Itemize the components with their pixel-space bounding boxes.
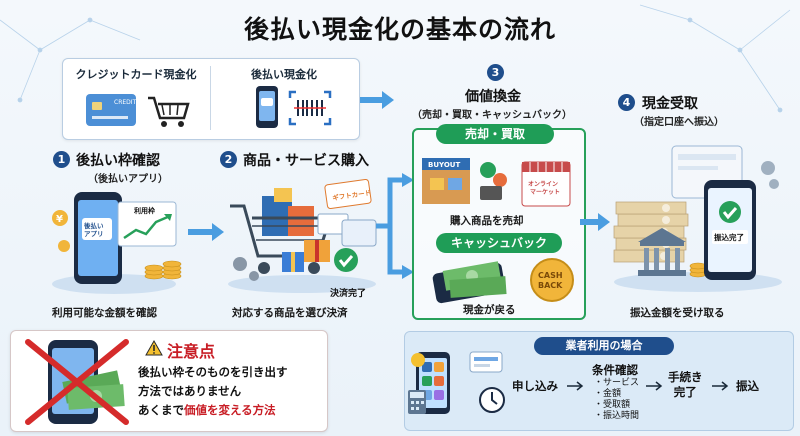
condition-amount: ・金額 [594,389,622,399]
cashback-illustration: CASH BACK [432,258,574,304]
flow-procedure-complete: 手続き 完了 [668,370,703,399]
step-1-sub: （後払いアプリ） [88,174,168,185]
split-flow-arrows [376,173,414,279]
warning-highlight: 価値を変える方法 [184,403,276,417]
transfer-complete-label: 振込完了 [714,232,744,242]
payment-complete-badge: 決済完了 [330,289,367,299]
flow-condition-check: 条件確認 [592,363,638,377]
sell-buyout-shop-illustration: BUYOUT オンライン マーケット [422,158,571,207]
cashback-label: キャッシュバック [436,233,562,253]
credit-card-and-cart-icon: CREDIT [86,94,190,127]
cashback-coin-line1: CASH [538,271,563,280]
shop-label-line1: オンライン [528,181,558,188]
step-2-caption: 対応する商品を選び決済 [232,307,348,319]
flow-arrow-icon [712,381,729,391]
methods-divider [210,66,211,130]
crossed-phone-cash-icon [25,339,129,425]
warning-line-3: あくまで価値を変える方法 [138,402,276,418]
phone-app-label-line1: 後払い [84,221,104,230]
step-1-caption: 利用可能な金額を確認 [52,307,157,319]
postpay-app-phone-illustration: 後払い アプリ 利用枠 ¥ [52,192,182,294]
svg-text:¥: ¥ [56,214,63,225]
condition-service: ・サービス [594,378,640,388]
condition-received-amount: ・受取額 [594,400,631,410]
buyout-sign: BUYOUT [428,161,460,169]
step-2-number: 2 [220,151,237,168]
warning-line-2: 方法ではありません [138,384,242,398]
flow-apply: 申し込み [512,379,558,393]
warning-title: 注意点 [167,342,216,361]
step-4-heading: 現金受取 [642,96,698,112]
cashback-caption: 現金が戻る [463,304,516,316]
warning-line-3-prefix: あくまで [138,403,184,417]
card-credit-text: CREDIT [114,99,137,106]
arrow-right-icon [580,213,610,231]
warning-icon [145,340,163,356]
arrow-right-icon [188,223,224,241]
phone-scan-icon [256,86,332,128]
shopping-cart-purchase-illustration: ギフトカード [228,178,377,293]
step-4-number: 4 [618,94,635,111]
condition-transfer-time: ・振込時間 [594,411,640,421]
flow-arrow-icon [646,381,663,391]
sell-caption: 購入商品を売却 [450,215,524,227]
bank-transfer-illustration: 振込完了 [613,145,782,292]
cashback-coin-line2: BACK [538,281,563,290]
method-postpay-label: 後払い現金化 [251,68,317,81]
arrow-right-icon [360,91,394,109]
flow-arrow-icon [567,381,584,391]
warning-line-1: 後払い枠そのものを引き出す [138,365,288,379]
business-flow-title: 業者利用の場合 [534,337,674,355]
step-4-sub: （指定口座へ振込） [634,117,724,128]
step-3-sub: （売却・買取・キャッシュバック） [412,110,572,121]
screen-limit-label: 利用枠 [134,206,155,215]
step-4-caption: 振込金額を受け取る [630,307,725,319]
business-apps-illustration [408,351,505,414]
step-3-heading: 価値換金 [465,89,521,105]
phone-app-label-line2: アプリ [84,229,104,238]
sell-buyout-label: 売却・買取 [436,124,554,144]
step-1-heading: 後払い枠確認 [76,153,160,169]
method-credit-card-label: クレジットカード現金化 [75,68,197,81]
step-3-number: 3 [487,64,504,81]
step-1-number: 1 [53,151,70,168]
shop-label-line2: マーケット [530,189,560,196]
flow-transfer: 振込 [736,379,759,393]
step-2-heading: 商品・サービス購入 [243,153,369,169]
page-title: 後払い現金化の基本の流れ [243,15,556,44]
